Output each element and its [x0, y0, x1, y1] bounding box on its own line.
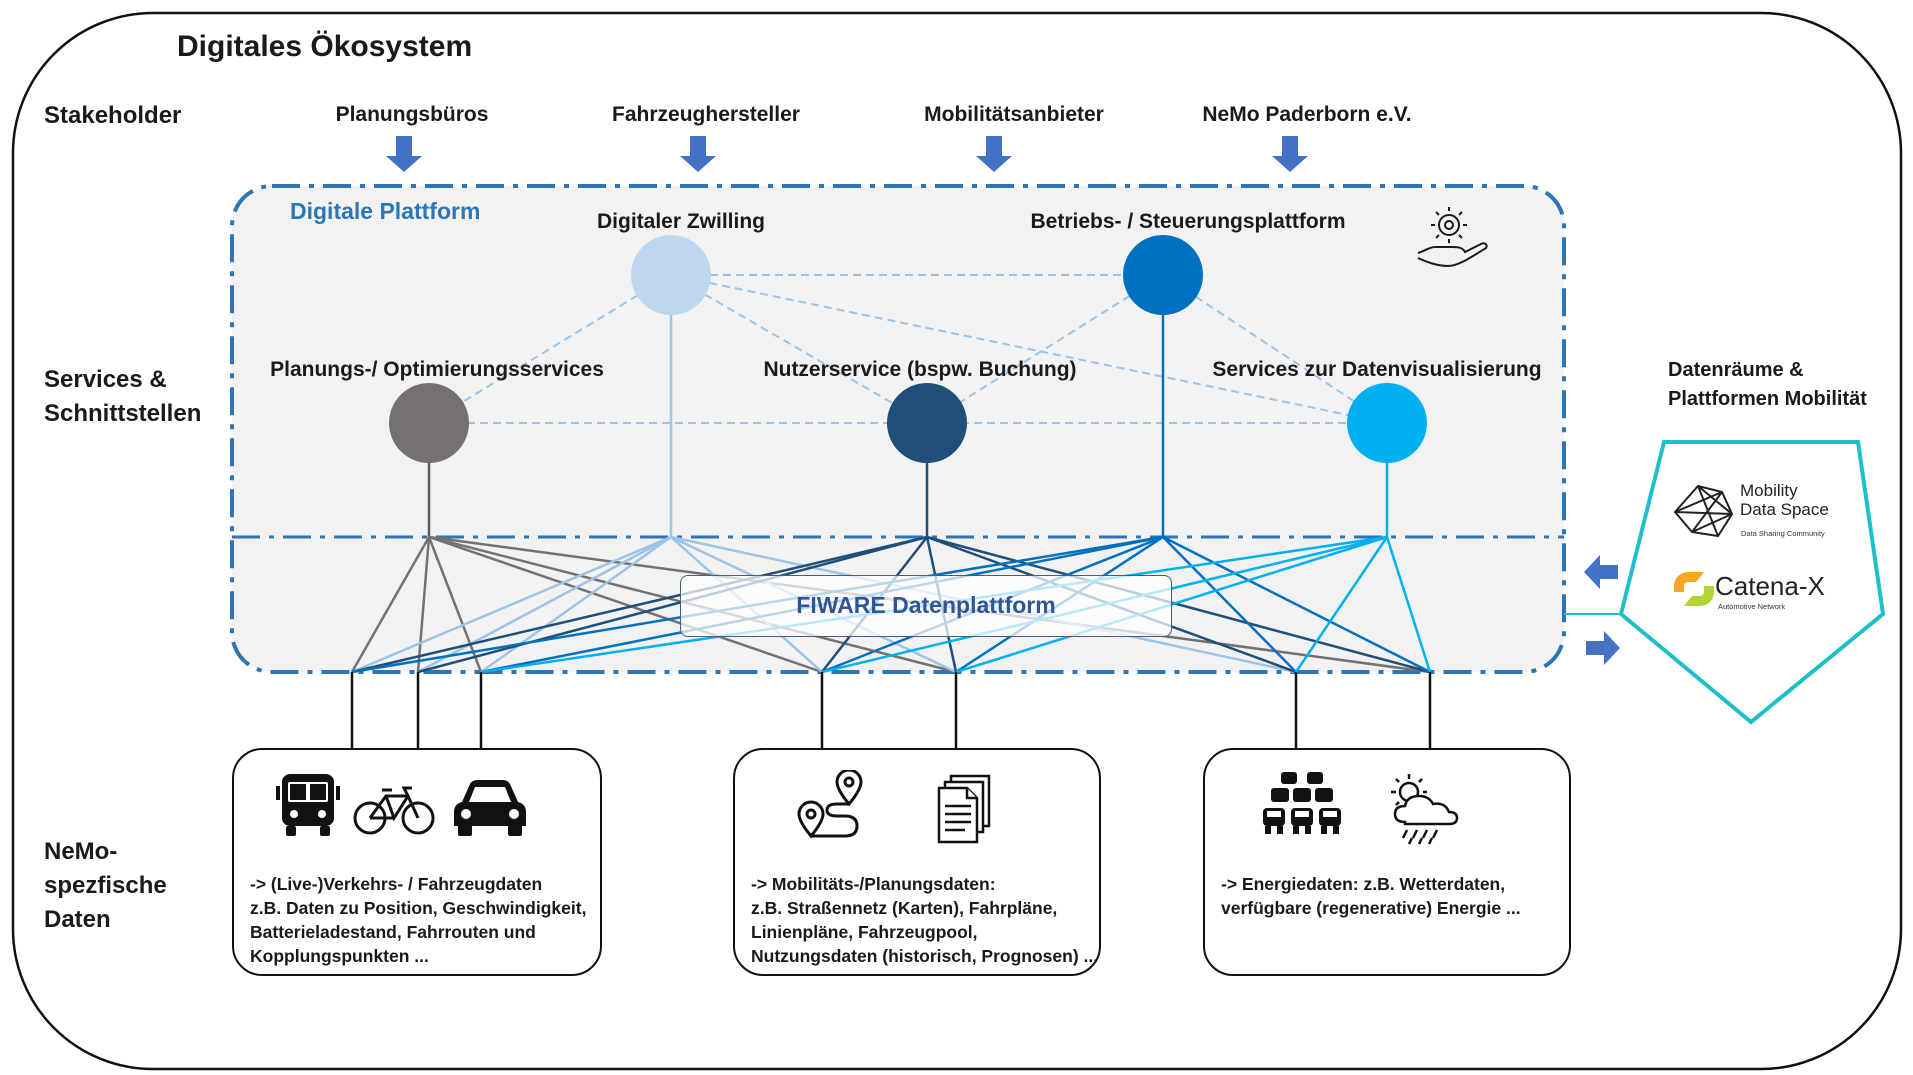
data-box-energy: -> Energiedaten: z.B. Wetterdaten, verfü…: [1203, 748, 1571, 976]
mobility-data-space-name-line: Data Space: [1740, 500, 1829, 519]
row-label-data: NeMo- spezfische Daten: [44, 835, 167, 937]
data-box-text: -> (Live-)Verkehrs- / Fahrzeugdaten z.B.…: [250, 872, 586, 968]
mobility-data-space-tagline: Data Sharing Community: [1741, 529, 1825, 538]
stakeholder-label: NeMo Paderborn e.V.: [1202, 103, 1412, 126]
fiware-label: FIWARE Datenplattform: [796, 592, 1056, 618]
car-icon: [454, 780, 526, 836]
data-box-text: -> Mobilitäts-/Planungsdaten: z.B. Straß…: [751, 872, 1098, 968]
row-label-stakeholder: Stakeholder: [44, 102, 182, 129]
data-line: -> Mobilitäts-/Planungsdaten:: [751, 874, 996, 894]
documents-icon: [937, 774, 991, 844]
data-connectors: [350, 672, 1432, 748]
bus-icon: [276, 774, 340, 836]
data-box-traffic: -> (Live-)Verkehrs- / Fahrzeugdaten z.B.…: [232, 748, 602, 976]
row-label-services-line: Services &: [44, 366, 167, 393]
stakeholder-label: Mobilitätsanbieter: [924, 103, 1104, 126]
bicycle-icon: [353, 786, 435, 835]
node-user-service: [887, 383, 967, 463]
node-label-digital-twin: Digitaler Zwilling: [596, 210, 766, 233]
mobility-data-space-name-line: Mobility: [1740, 481, 1798, 500]
fiware-data-platform: FIWARE Datenplattform: [680, 575, 1172, 637]
row-label-data-line: NeMo-: [44, 838, 118, 865]
mobility-data-space-name: Mobility Data Space: [1740, 481, 1829, 519]
right-arrow-icon: [1586, 631, 1620, 665]
data-line: Nutzungsdaten (historisch, Prognosen) ..…: [751, 946, 1099, 966]
page-title: Digitales Ökosystem: [177, 30, 473, 63]
node-digital-twin: [631, 235, 711, 315]
data-spaces-title: Datenräume & Plattformen Mobilität: [1668, 356, 1867, 414]
down-arrow-icon: [976, 136, 1012, 172]
down-arrow-icon: [680, 136, 716, 172]
data-line: verfügbare (regenerative) Energie ...: [1221, 898, 1521, 918]
data-line: -> Energiedaten: z.B. Wetterdaten,: [1221, 874, 1506, 894]
data-box-text: -> Energiedaten: z.B. Wetterdaten, verfü…: [1221, 872, 1521, 920]
node-connections: [427, 274, 1388, 424]
data-box-mobility: -> Mobilitäts-/Planungsdaten: z.B. Straß…: [733, 748, 1101, 976]
row-label-data-line: Daten: [44, 906, 111, 933]
left-arrow-icon: [1584, 555, 1618, 589]
gear-hand-icon: [1417, 207, 1488, 268]
row-label-services: Services & Schnittstellen: [44, 363, 201, 431]
outer-frame: [11, 11, 1903, 1071]
data-line: Linienpläne, Fahrzeugpool,: [751, 922, 978, 942]
route-map-icon: [797, 770, 863, 839]
node-visualization-services: [1347, 383, 1427, 463]
platform-title: Digitale Plattform: [290, 198, 481, 224]
node-label-operations-platform: Betriebs- / Steuerungsplattform: [1030, 210, 1346, 233]
catena-x-tagline: Automotive Network: [1718, 602, 1786, 611]
stakeholder-label: Fahrzeughersteller: [612, 103, 800, 126]
stakeholder-arrows: [386, 136, 1308, 172]
data-line: -> (Live-)Verkehrs- / Fahrzeugdaten: [250, 874, 543, 894]
weather-icon: [1391, 774, 1459, 845]
traffic-icon: [1263, 772, 1341, 834]
node-operations-platform: [1123, 235, 1203, 315]
data-spaces-title-line: Datenräume &: [1668, 359, 1804, 381]
stakeholder-label: Planungsbüros: [335, 103, 489, 126]
catena-x-name: Catena-X: [1715, 571, 1825, 601]
data-line: z.B. Straßennetz (Karten), Fahrpläne,: [751, 898, 1058, 918]
node-stems: [427, 315, 1389, 537]
node-label-visualization-services: Services zur Datenvisualisierung: [1212, 358, 1542, 381]
node-planning-services: [389, 383, 469, 463]
data-line: z.B. Daten zu Position, Geschwindigkeit,: [250, 898, 587, 918]
data-spaces-title-line: Plattformen Mobilität: [1668, 388, 1867, 410]
row-label-services-line: Schnittstellen: [44, 400, 202, 427]
row-label-data-line: spezfische: [44, 872, 167, 899]
mobility-data-space-logo-icon: [1673, 484, 1734, 538]
down-arrow-icon: [386, 136, 422, 172]
data-line: Batterieladestand, Fahrrouten und: [250, 922, 536, 942]
data-line: Kopplungspunkten ...: [250, 946, 429, 966]
catena-x-logo-icon: [1674, 572, 1714, 606]
down-arrow-icon: [1272, 136, 1308, 172]
node-label-user-service: Nutzerservice (bspw. Buchung): [763, 358, 1077, 381]
node-label-planning-services: Planungs-/ Optimierungsservices: [270, 358, 604, 381]
